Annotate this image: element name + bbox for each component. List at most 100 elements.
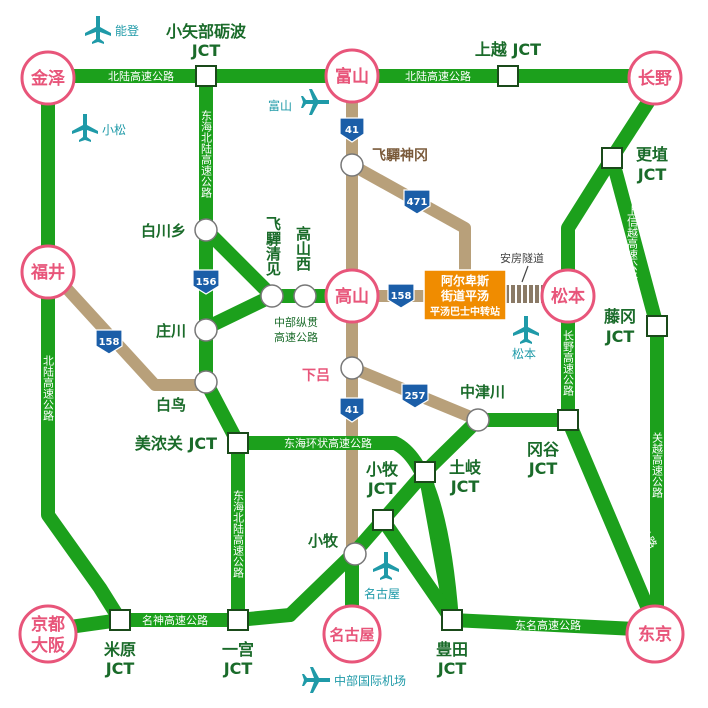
airport-noto-icon bbox=[85, 16, 111, 44]
tokai-loop bbox=[231, 436, 459, 627]
joshinetsu-label: 上信越高速公路 bbox=[626, 205, 639, 283]
ic-komaki bbox=[343, 542, 367, 566]
jct-koshoku-label-2: JCT bbox=[637, 165, 667, 184]
city-kanazawa bbox=[20, 50, 76, 106]
city-kyoto-osaka bbox=[18, 604, 78, 664]
tunnel bbox=[505, 265, 545, 303]
city-matsumoto-label: 松本 bbox=[551, 286, 585, 307]
chuo-exp bbox=[471, 413, 664, 637]
hokuriku-label-left: 北陆高速公路 bbox=[108, 69, 174, 83]
terminal-line1: 阿尔卑斯 bbox=[441, 273, 489, 288]
svg-text:156: 156 bbox=[196, 277, 217, 288]
tomei-label: 东名高速公路 bbox=[515, 618, 581, 632]
route-158-right-shield: 158 bbox=[387, 283, 415, 309]
city-nagano-label: 长野 bbox=[638, 68, 672, 89]
chubu-jukan-label-1: 中部纵贯 bbox=[274, 315, 318, 329]
airports bbox=[72, 16, 539, 693]
jct-oyabe bbox=[195, 65, 217, 87]
jct-okaya-label-1: 冈谷 bbox=[527, 440, 560, 459]
place-gero: 下吕 bbox=[302, 368, 330, 384]
ic-takayama-nishi bbox=[293, 284, 317, 308]
joshinetsu bbox=[561, 69, 672, 305]
jct-maibara-label-1: 米原 bbox=[104, 640, 136, 659]
city-nagano bbox=[627, 50, 683, 106]
jct-okaya bbox=[557, 409, 579, 431]
ic-markers bbox=[194, 153, 490, 566]
svg-text:257: 257 bbox=[405, 391, 426, 402]
city-markers bbox=[18, 48, 685, 664]
city-matsumoto bbox=[540, 268, 596, 324]
route-41-mid-shield: 41 bbox=[339, 397, 365, 423]
city-tokyo bbox=[625, 604, 685, 664]
hida-branch bbox=[199, 223, 279, 303]
airport-nagoya-label: 名古屋 bbox=[364, 586, 400, 601]
airport-komatsu-icon bbox=[72, 114, 98, 142]
terminal-line2: 街道平汤 bbox=[440, 288, 489, 303]
jct-komaki-label-1: 小牧 bbox=[366, 460, 399, 479]
jct-fujioka bbox=[646, 315, 668, 337]
meishin bbox=[41, 608, 297, 637]
place-nakatsugawa: 中津川 bbox=[460, 383, 505, 401]
jct-labels: 小矢部砺波 JCT 上越 JCT 更埴 JCT 藤冈 JCT 冈谷 JCT 美浓… bbox=[104, 22, 668, 678]
jct-maibara-label-2: JCT bbox=[105, 659, 135, 678]
city-takayama bbox=[324, 268, 380, 324]
jct-koshoku bbox=[601, 147, 623, 169]
jct-oyabe-label-1: 小矢部砺波 bbox=[166, 22, 247, 41]
jct-toki bbox=[414, 461, 436, 483]
tunnel-label: 安房隧道 bbox=[500, 251, 544, 265]
jct-toyota-label-1: 豊田 bbox=[436, 640, 468, 659]
tokai-hokuriku-label-top: 东海北陆高速公路 bbox=[200, 110, 213, 199]
jct-markers bbox=[109, 65, 668, 631]
terminal-line3: 平汤巴士中转站 bbox=[430, 305, 500, 318]
jct-ichinomiya-label-2: JCT bbox=[223, 659, 253, 678]
komaki-toyota bbox=[376, 513, 459, 627]
city-toyama bbox=[324, 48, 380, 104]
city-kanazawa-label: 金泽 bbox=[30, 68, 65, 89]
ic-shokawa bbox=[194, 318, 218, 342]
hirayu-terminal[interactable]: 阿尔卑斯 街道平汤 平汤巴士中转站 bbox=[423, 269, 507, 321]
jct-mino bbox=[227, 432, 249, 454]
place-takayama-nishi: 高山西 bbox=[294, 225, 312, 272]
svg-text:41: 41 bbox=[345, 125, 359, 136]
jct-joetsu-label: 上越 JCT bbox=[475, 40, 541, 59]
jct-maibara bbox=[109, 609, 131, 631]
route-158-left-shield: 158 bbox=[95, 329, 123, 355]
airport-komatsu-label: 小松 bbox=[102, 123, 126, 137]
place-labels: 白川乡 庄川 白鸟 飞驒清见 高山西 飞驒神冈 下吕 中津川 小牧 bbox=[141, 147, 505, 550]
svg-text:41: 41 bbox=[345, 405, 359, 416]
route-471-shield: 471 bbox=[403, 189, 431, 215]
ic-gero bbox=[340, 356, 364, 380]
place-hida-kamioka: 飞驒神冈 bbox=[372, 147, 428, 164]
airport-nagoya-icon bbox=[373, 552, 399, 580]
jct-joetsu bbox=[497, 65, 519, 87]
airport-toyama-label: 富山 bbox=[268, 98, 292, 113]
hokuriku-label-vertical: 北陆高速公路 bbox=[42, 355, 55, 422]
city-takayama-label: 高山 bbox=[335, 286, 369, 307]
place-shirotori: 白鸟 bbox=[156, 396, 186, 414]
airport-toyama-icon bbox=[301, 89, 329, 115]
jct-toki-label-1: 土岐 bbox=[449, 458, 481, 477]
place-shokawa: 庄川 bbox=[156, 322, 186, 340]
svg-text:471: 471 bbox=[407, 197, 428, 208]
svg-text:158: 158 bbox=[391, 291, 412, 302]
route-257-shield: 257 bbox=[401, 383, 429, 409]
airport-noto-label: 能登 bbox=[115, 23, 139, 38]
city-fukui bbox=[20, 244, 76, 300]
jct-mino-label: 美浓关 JCT bbox=[135, 434, 217, 453]
jct-okaya-label-2: JCT bbox=[528, 459, 558, 478]
airport-chubu-label: 中部国际机场 bbox=[334, 673, 406, 688]
city-toyama-label: 富山 bbox=[335, 66, 369, 87]
route-shields: 41 471 156 158 158 257 41 bbox=[95, 117, 431, 423]
ic-shirotori bbox=[194, 370, 218, 394]
place-komaki: 小牧 bbox=[308, 532, 339, 550]
jct-fujioka-label-2: JCT bbox=[605, 327, 635, 346]
ic-nakatsugawa bbox=[466, 408, 490, 432]
tokai-loop-label: 东海环状高速公路 bbox=[284, 436, 372, 450]
jct-ichinomiya bbox=[227, 609, 249, 631]
jct-oyabe-label-2: JCT bbox=[191, 41, 221, 60]
jct-komaki-label-2: JCT bbox=[367, 479, 397, 498]
jct-koshoku-label-1: 更埴 bbox=[636, 145, 668, 164]
jct-toyota bbox=[441, 609, 463, 631]
city-osaka-label: 大阪 bbox=[31, 635, 65, 656]
jct-toyota-label-2: JCT bbox=[437, 659, 467, 678]
